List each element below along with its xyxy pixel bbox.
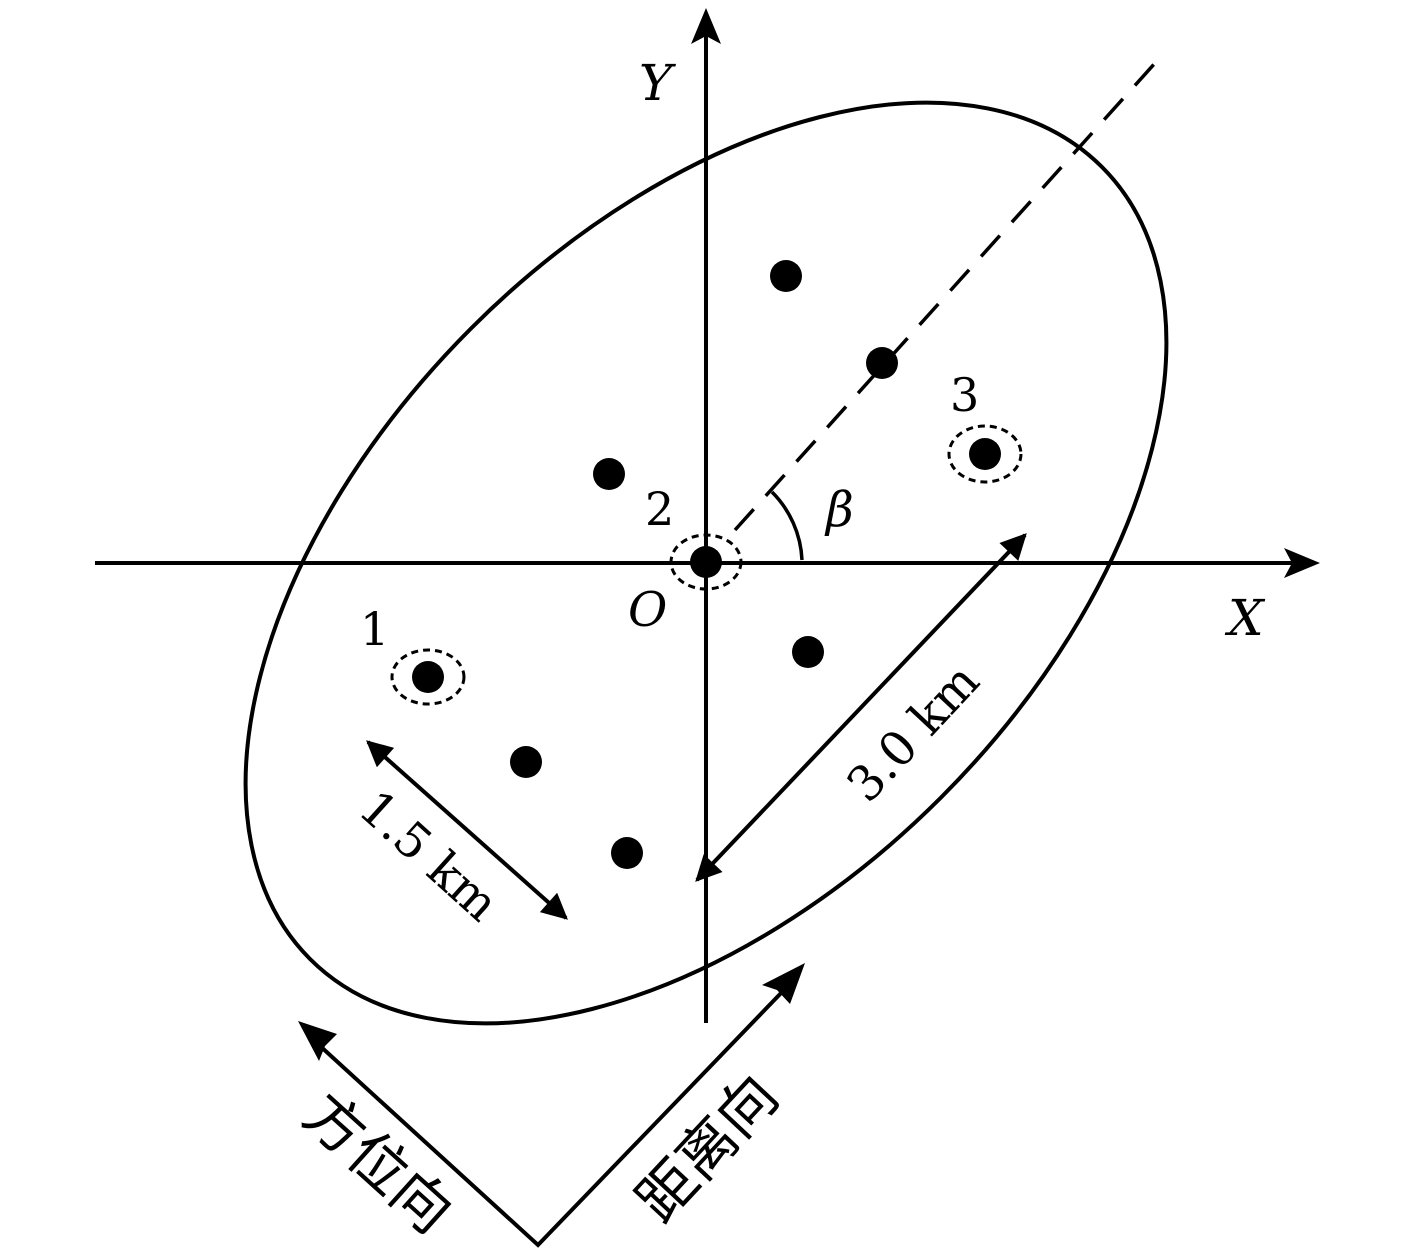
range-direction-label: 距离向 — [623, 1062, 791, 1236]
origin-point — [690, 546, 722, 578]
scatter-point — [770, 260, 802, 292]
scatter-point — [593, 458, 625, 490]
direction-v-lines — [317, 988, 786, 1248]
point-3-label: 3 — [950, 368, 979, 422]
x-axis-label: X — [1224, 589, 1266, 647]
dimension-label-long: 3.0 km — [836, 653, 990, 813]
point-1 — [412, 661, 444, 693]
point-3-dashed-ring — [947, 424, 1023, 484]
angle-arc — [770, 490, 804, 561]
dimension-arrow-long — [695, 533, 1027, 882]
scatter-point — [866, 347, 898, 379]
azimuth-direction-arrowhead — [298, 1021, 337, 1061]
point-2-label: 2 — [645, 482, 674, 536]
scatter-point — [792, 636, 824, 668]
y-axis-arrowhead — [691, 8, 721, 44]
scatter-point — [510, 746, 542, 778]
beam-direction-dashed-line — [733, 50, 1167, 532]
point-1-label: 1 — [360, 602, 389, 656]
angle-label: β — [824, 482, 854, 538]
scatter-point — [611, 837, 643, 869]
dimension-arrow-short — [366, 740, 568, 920]
range-direction-arrowhead — [762, 963, 805, 1004]
dimension-label-short: 1.5 km — [348, 780, 509, 933]
origin-label: O — [628, 582, 667, 638]
point-1-dashed-ring — [390, 648, 466, 706]
y-axis-label: Y — [639, 54, 676, 112]
azimuth-direction-label: 方位向 — [291, 1080, 466, 1247]
point-3 — [969, 438, 1001, 470]
x-axis-arrowhead — [1284, 548, 1320, 578]
